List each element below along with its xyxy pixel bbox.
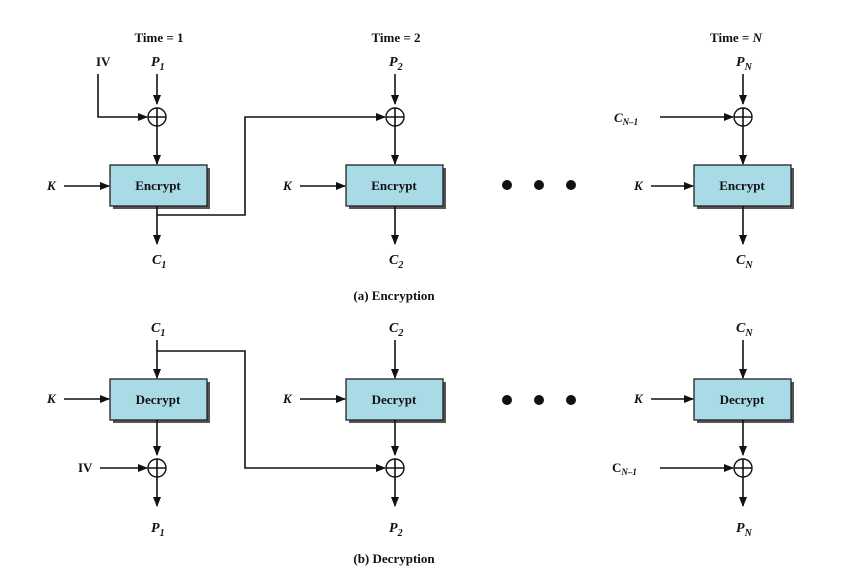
ciphertext-c1-input-label: C1 bbox=[151, 321, 165, 339]
key-label-2: K bbox=[282, 178, 293, 193]
ellipsis-dots bbox=[502, 180, 576, 190]
ciphertext-cn-input-label: CN bbox=[736, 321, 753, 339]
decryption-section: C1 Decrypt K IV P1 C2 Decrypt K P2 bbox=[46, 321, 794, 566]
encryption-section: Time = 1 Time = 2 Time = N IV P1 Encrypt… bbox=[46, 30, 794, 303]
decrypt-label-2: Decrypt bbox=[372, 392, 417, 407]
decrypt-label-1: Decrypt bbox=[136, 392, 181, 407]
encrypt-box-1 bbox=[109, 164, 208, 207]
time-label-2: Time = 2 bbox=[371, 30, 420, 45]
encrypt-box-2 bbox=[345, 164, 444, 207]
encryption-caption: (a) Encryption bbox=[353, 288, 435, 303]
decryption-caption: (b) Decryption bbox=[353, 551, 435, 566]
encrypt-label-1: Encrypt bbox=[135, 178, 181, 193]
key-label-2: K bbox=[282, 391, 293, 406]
encrypt-box-n bbox=[693, 164, 792, 207]
decrypt-label-n: Decrypt bbox=[720, 392, 765, 407]
ciphertext-c2-input-label: C2 bbox=[389, 321, 403, 339]
time-label-1: Time = 1 bbox=[134, 30, 183, 45]
chain-c1-to-xor2 bbox=[157, 350, 386, 472]
ciphertext-cn-label: CN bbox=[736, 253, 753, 271]
plaintext-p1-label: P1 bbox=[151, 55, 165, 73]
prev-ciphertext-label: CN–1 bbox=[612, 460, 637, 477]
plaintext-p2-label: P2 bbox=[389, 55, 403, 73]
ciphertext-c2-label: C2 bbox=[389, 253, 403, 271]
plaintext-p2-output-label: P2 bbox=[389, 521, 403, 539]
plaintext-pn-label: PN bbox=[736, 55, 753, 73]
encrypt-label-2: Encrypt bbox=[371, 178, 417, 193]
key-label-1: K bbox=[46, 391, 57, 406]
iv-label: IV bbox=[78, 460, 93, 475]
chain-c1-to-xor2 bbox=[157, 113, 386, 216]
ciphertext-c1-label: C1 bbox=[152, 253, 166, 271]
encrypt-label-n: Encrypt bbox=[719, 178, 765, 193]
ellipsis-dots bbox=[502, 395, 576, 405]
decrypt-box-1 bbox=[109, 378, 208, 421]
key-label-1: K bbox=[46, 178, 57, 193]
key-label-n: K bbox=[633, 178, 644, 193]
time-label-n: Time = N bbox=[710, 30, 763, 45]
key-label-n: K bbox=[633, 391, 644, 406]
decrypt-box-2 bbox=[345, 378, 444, 421]
iv-arrow bbox=[97, 74, 148, 121]
plaintext-p1-output-label: P1 bbox=[151, 521, 165, 539]
iv-label: IV bbox=[96, 54, 111, 69]
plaintext-pn-output-label: PN bbox=[736, 521, 753, 539]
prev-ciphertext-label: CN–1 bbox=[614, 110, 638, 127]
decrypt-box-n bbox=[693, 378, 792, 421]
